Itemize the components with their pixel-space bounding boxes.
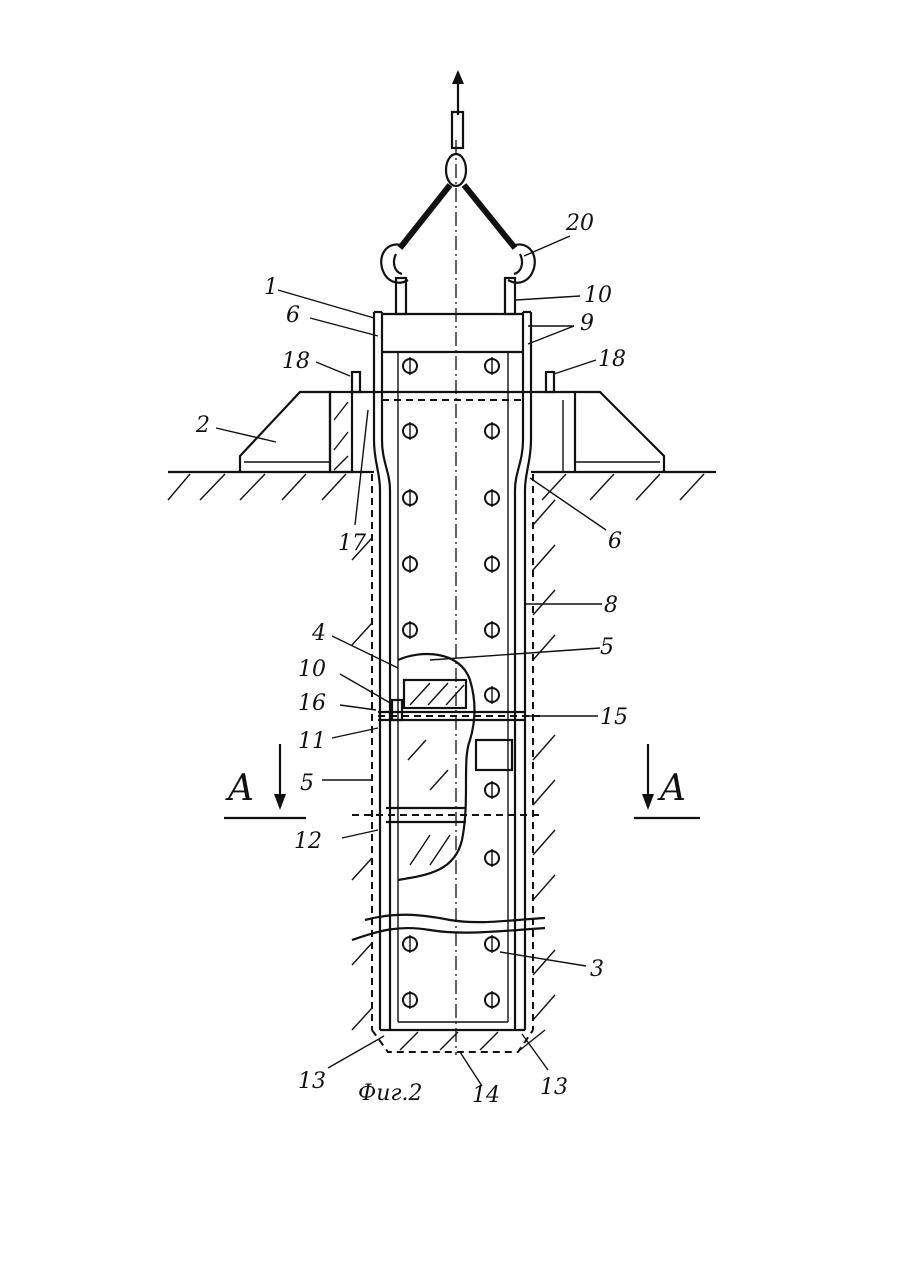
section-mark-right: A bbox=[657, 768, 686, 809]
label-2: 2 bbox=[195, 413, 210, 438]
figure-caption: Фиг.2 bbox=[358, 1081, 423, 1106]
label-10-top: 10 bbox=[584, 283, 612, 308]
ground bbox=[168, 472, 716, 500]
label-10-mid: 10 bbox=[298, 657, 326, 682]
section-mark-left: A bbox=[225, 768, 254, 809]
label-5-bottom: 5 bbox=[300, 771, 314, 796]
label-5-top: 5 bbox=[600, 635, 614, 660]
label-1: 1 bbox=[264, 275, 278, 300]
label-12: 12 bbox=[294, 829, 322, 854]
label-6-top: 6 bbox=[286, 303, 300, 328]
label-15: 15 bbox=[600, 705, 628, 730]
label-14: 14 bbox=[472, 1083, 500, 1108]
label-20: 20 bbox=[565, 211, 594, 236]
label-6-right: 6 bbox=[608, 529, 622, 554]
label-8: 8 bbox=[604, 593, 618, 618]
label-4: 4 bbox=[311, 621, 326, 646]
conductor-frame bbox=[240, 392, 664, 472]
label-16: 16 bbox=[298, 691, 326, 716]
lifting-chain bbox=[400, 70, 515, 248]
label-18-left: 18 bbox=[282, 349, 310, 374]
bolt-holes bbox=[403, 357, 499, 1009]
label-11: 11 bbox=[298, 729, 326, 754]
label-3: 3 bbox=[590, 957, 604, 982]
label-9: 9 bbox=[580, 311, 594, 336]
label-13-left: 13 bbox=[298, 1069, 326, 1094]
label-18-right: 18 bbox=[598, 347, 626, 372]
part-labels: 20 10 1 6 9 18 18 2 17 6 8 4 5 10 16 15 … bbox=[195, 211, 628, 1108]
label-13-right: 13 bbox=[540, 1075, 568, 1100]
label-17: 17 bbox=[338, 531, 366, 556]
